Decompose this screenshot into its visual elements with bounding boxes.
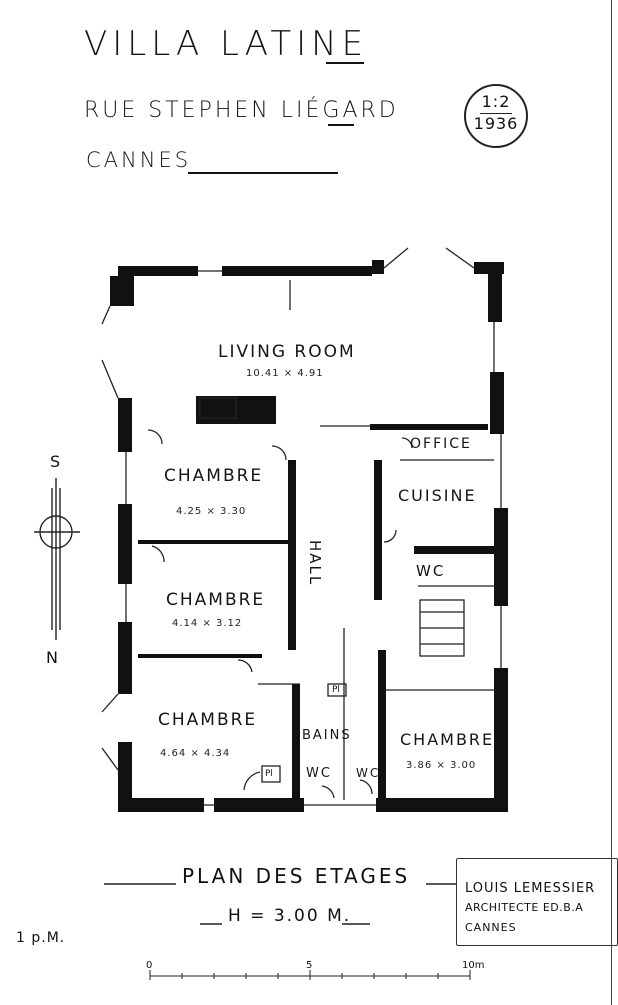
room-chambre1-label: CHAMBRE	[164, 466, 264, 486]
room-living-dims: 10.41 × 4.91	[246, 368, 324, 379]
villa-name: VILLA LATINE	[84, 24, 369, 64]
scale-bar	[149, 970, 471, 980]
room-chambre2-label: CHAMBRE	[166, 590, 266, 610]
room-cuisine-label: CUISINE	[398, 486, 477, 505]
corner-note: 1 p.M.	[16, 930, 66, 946]
room-pl1-label: Pl	[332, 685, 340, 695]
room-hall-label: HALL	[306, 540, 324, 587]
room-chambre4-label: CHAMBRE	[400, 730, 495, 749]
scale-stamp: 1:2 1936	[464, 84, 528, 148]
compass-rose	[34, 478, 80, 640]
room-living-label: LIVING ROOM	[218, 342, 356, 362]
scale-label-0: 0	[146, 960, 153, 971]
underline	[188, 172, 338, 174]
sheet-edge	[611, 0, 612, 1005]
title-rules	[104, 883, 456, 925]
room-wc-label: WC	[416, 562, 446, 580]
ceiling-height: H = 3.00 M.	[228, 906, 352, 926]
scale-label-10: 10m	[462, 960, 485, 971]
room-wc3-label: WC	[356, 766, 381, 780]
stamp-divider	[480, 113, 512, 114]
underline	[326, 62, 364, 64]
stamp-year: 1936	[473, 114, 519, 133]
scale-label-5: 5	[306, 960, 313, 971]
room-office-label: OFFICE	[410, 436, 472, 452]
city-name: CANNES	[86, 148, 192, 172]
compass-south: S	[50, 452, 61, 471]
room-chambre1-dims: 4.25 × 3.30	[176, 506, 247, 517]
underline	[328, 124, 354, 126]
room-pl2-label: Pl	[265, 769, 273, 779]
plan-walls	[110, 260, 508, 812]
architect-city: CANNES	[465, 921, 517, 934]
stamp-ratio: 1:2	[481, 92, 511, 111]
architect-name: LOUIS LEMESSIER	[465, 881, 596, 896]
plan-title: PLAN DES ETAGES	[182, 864, 411, 888]
room-wc2-label: WC	[306, 766, 332, 781]
room-chambre2-dims: 4.14 × 3.12	[172, 618, 243, 629]
architect-stamp: LOUIS LEMESSIER ARCHITECTE ED.B.A CANNES	[456, 858, 618, 946]
plan-lines	[101, 247, 502, 806]
room-chambre4-dims: 3.86 × 3.00	[406, 760, 477, 771]
room-chambre3-dims: 4.64 × 4.34	[160, 748, 231, 759]
room-chambre3-label: CHAMBRE	[158, 710, 258, 730]
street-name: RUE STEPHEN LIÉGARD	[84, 98, 399, 123]
compass-north: N	[46, 648, 58, 667]
architect-title: ARCHITECTE ED.B.A	[465, 901, 584, 914]
room-bains-label: BAINS	[302, 728, 352, 743]
